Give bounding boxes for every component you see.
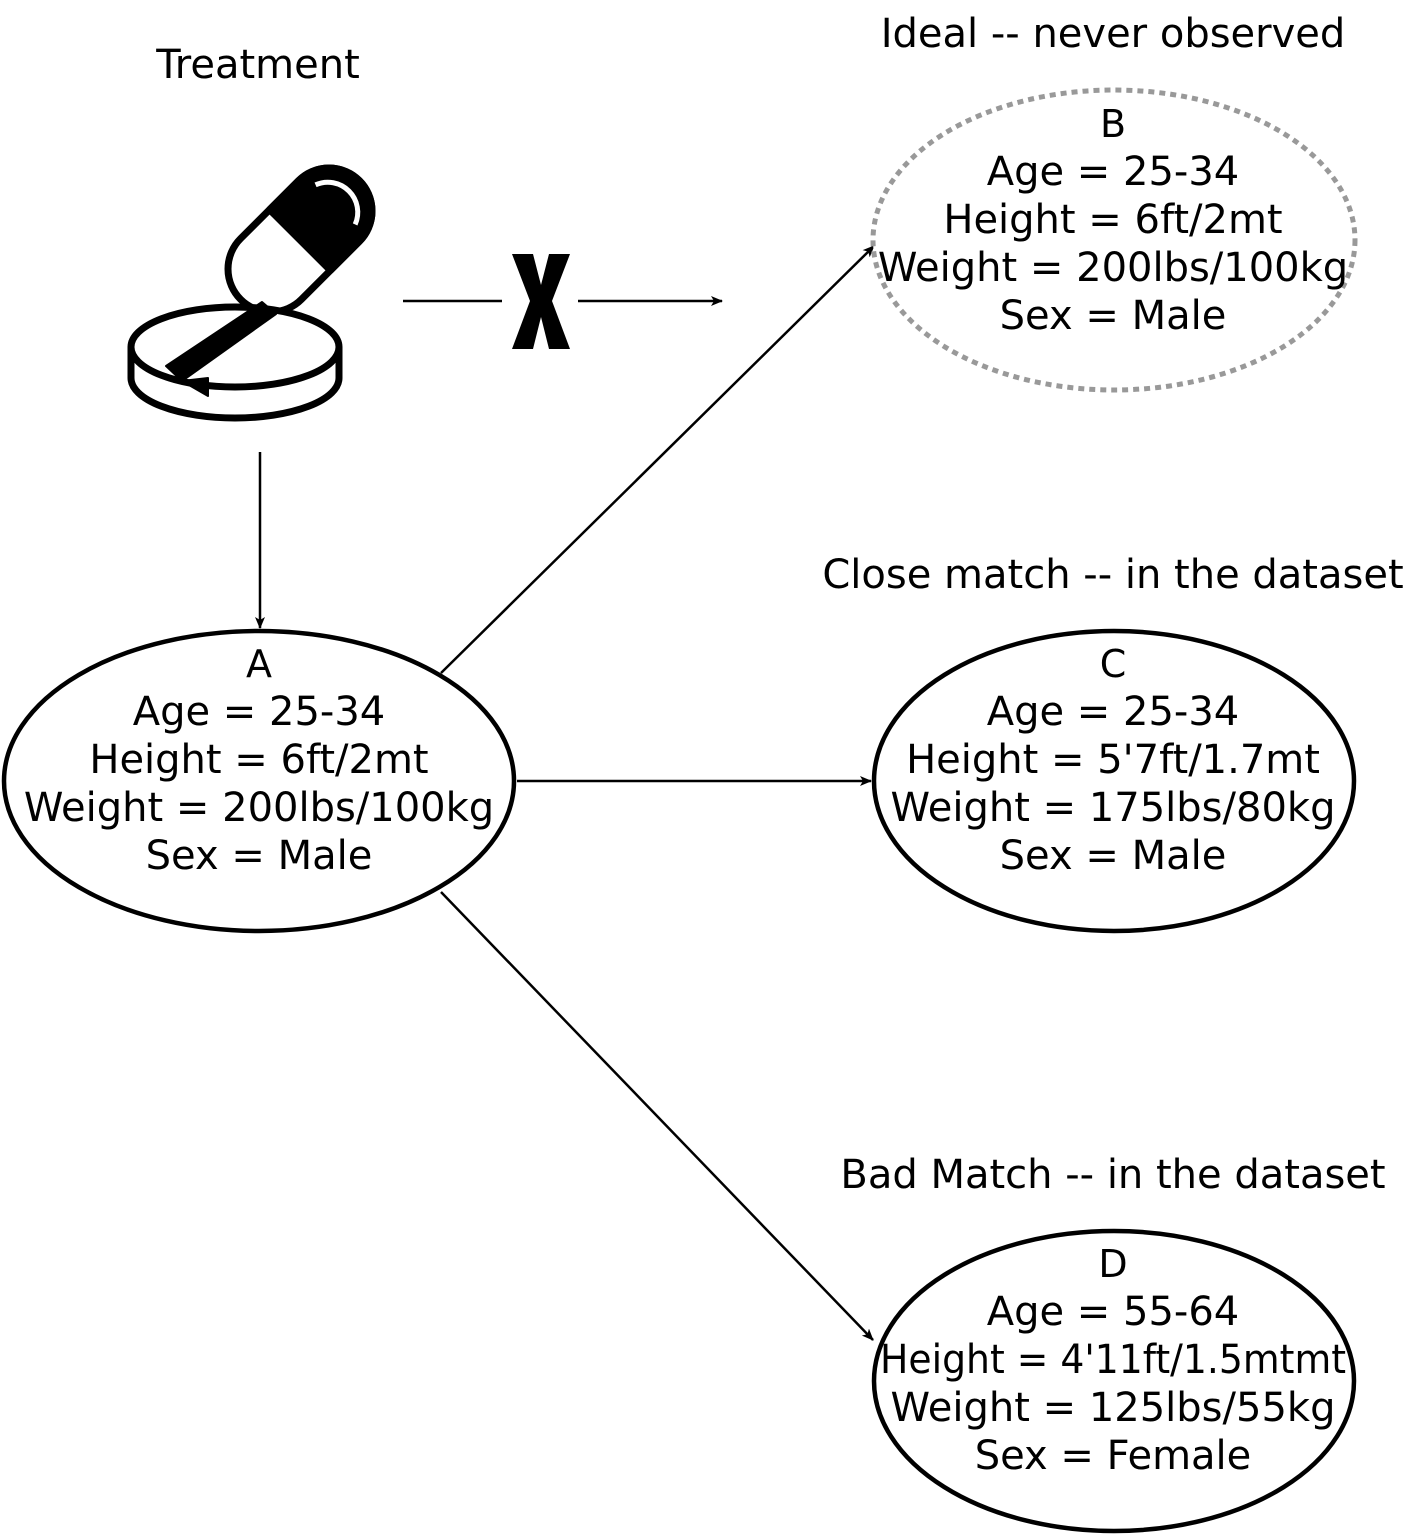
node-d-id: D [1098,1242,1127,1286]
node-d-ellipse [871,1228,1357,1534]
node-c-age: Age = 25-34 [987,689,1240,735]
node-b-ellipse [870,87,1358,393]
node-a-sex: Sex = Male [146,833,373,879]
node-c-caption: Close match -- in the dataset [822,552,1403,598]
blocked-x-mark [502,248,578,352]
node-d: D Age = 55-64 Height = 4'11ft/1.5mtmt We… [871,1228,1357,1534]
node-b: B Age = 25-34 Height = 6ft/2mt Weight = … [870,87,1358,393]
node-b-caption: Ideal -- never observed [881,11,1346,57]
node-c-sex: Sex = Male [1000,833,1227,879]
node-b-age: Age = 25-34 [987,149,1240,195]
node-b-sex: Sex = Male [1000,293,1227,339]
node-d-weight: Weight = 125lbs/55kg [891,1385,1336,1431]
node-a-weight: Weight = 200lbs/100kg [24,785,494,831]
node-d-sex: Sex = Female [975,1433,1252,1479]
node-b-weight: Weight = 200lbs/100kg [878,245,1348,291]
node-c-ellipse [871,628,1357,934]
a-to-d-arrow [440,891,874,1341]
node-a-ellipse [1,628,517,934]
a-to-b-arrow [440,245,875,674]
treatment-label: Treatment [155,42,360,88]
node-a-height: Height = 6ft/2mt [89,737,428,783]
node-a-id: A [246,642,272,686]
node-d-height: Height = 4'11ft/1.5mtmt [880,1337,1346,1383]
node-b-id: B [1100,102,1126,146]
node-b-height: Height = 6ft/2mt [943,197,1282,243]
node-d-caption: Bad Match -- in the dataset [840,1152,1385,1198]
node-d-age: Age = 55-64 [987,1289,1240,1335]
node-c: C Age = 25-34 Height = 5'7ft/1.7mt Weigh… [871,628,1357,934]
node-c-height: Height = 5'7ft/1.7mt [906,737,1320,783]
pill-icon [127,164,376,422]
node-c-id: C [1100,642,1127,686]
node-a-age: Age = 25-34 [133,689,386,735]
node-a: A Age = 25-34 Height = 6ft/2mt Weight = … [1,628,517,934]
node-c-weight: Weight = 175lbs/80kg [891,785,1336,831]
